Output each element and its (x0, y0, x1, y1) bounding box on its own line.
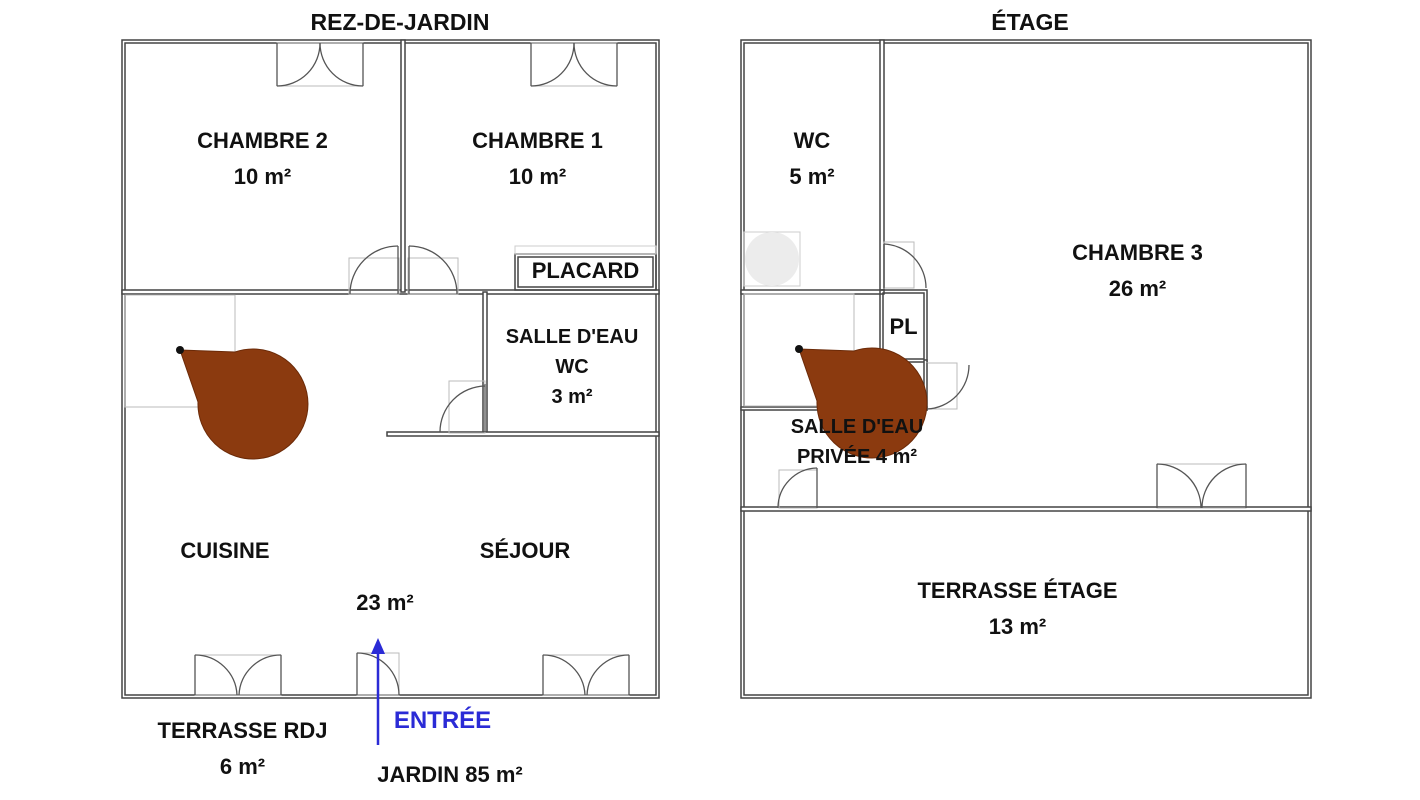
ground-floor-plan (121, 39, 660, 745)
sejour-door-right (542, 654, 630, 696)
upper-floor-title: ÉTAGE (991, 9, 1069, 35)
room-area: 3 m² (551, 386, 593, 408)
stair-icon (179, 348, 309, 460)
room-name: TERRASSE RDJ (157, 718, 328, 743)
chambre1-door (407, 245, 459, 295)
room-area: 13 m² (988, 614, 1047, 640)
room-name: SALLE D'EAU (505, 326, 639, 348)
room-name: CHAMBRE 2 (197, 128, 328, 153)
terrasse-etage-door-right (1156, 463, 1247, 509)
room-name: CHAMBRE 3 (1072, 240, 1203, 265)
room-name: SALLE D'EAU (790, 416, 924, 438)
ground-floor-title: REZ-DE-JARDIN (310, 9, 490, 35)
chambre2-door (348, 245, 400, 295)
room-pl: PL (889, 314, 918, 339)
terrasse-door-left (194, 654, 282, 696)
terrasse-etage: TERRASSE ÉTAGE 13 m² (870, 578, 1165, 641)
room-chambre-2: CHAMBRE 2 10 m² (150, 128, 375, 191)
room-area: 10 m² (233, 164, 292, 190)
placard-shelf (514, 245, 657, 255)
salle-eau-door (439, 380, 486, 434)
salle-eau-wall-bottom (386, 431, 660, 437)
upper-spiral-staircase (743, 293, 928, 459)
upper-floor-plan (740, 39, 1312, 699)
room-cuisine: CUISINE (180, 538, 270, 563)
ground-outer-wall (121, 39, 660, 699)
jardin-label: JARDIN 85 m² (377, 762, 523, 787)
chambre1-window-door (530, 42, 618, 87)
stair-icon (798, 347, 928, 459)
upper-outer-wall (740, 39, 1312, 699)
room-sejour: SÉJOUR (479, 538, 571, 563)
wc-door (883, 241, 927, 289)
entry-label: ENTRÉE (393, 707, 492, 734)
wc-wall-bottom (740, 289, 885, 295)
room-area: 5 m² (789, 164, 835, 190)
room-area: 10 m² (508, 164, 567, 190)
room-chambre-3: CHAMBRE 3 26 m² (1020, 240, 1255, 303)
chambre2-window-door (276, 42, 364, 87)
room-name-2: WC (555, 356, 589, 378)
room-name: CHAMBRE 1 (472, 128, 603, 153)
room-placard: PLACARD (531, 258, 640, 283)
room-area: 6 m² (219, 754, 266, 780)
room-salle-eau: SALLE D'EAU WC 3 m² (487, 324, 657, 410)
ground-spiral-staircase (124, 294, 309, 460)
terrasse-rdj: TERRASSE RDJ 6 m² (125, 718, 360, 781)
upper-wall-terrasse (740, 506, 1312, 512)
room-name: TERRASSE ÉTAGE (917, 578, 1118, 603)
room-wc: WC 5 m² (752, 128, 872, 191)
room-name: WC (793, 128, 831, 153)
room-sejour-area: 23 m² (356, 590, 414, 615)
room-name-2: PRIVÉE 4 m² (796, 446, 918, 468)
ground-wall-chambers (400, 39, 406, 293)
placard-box-inner (517, 256, 654, 288)
entry-arrow-icon (371, 638, 385, 745)
room-chambre-1: CHAMBRE 1 10 m² (425, 128, 650, 191)
room-salle-eau-privee: SALLE D'EAU PRIVÉE 4 m² (757, 414, 957, 470)
sdep-door (926, 362, 970, 410)
toilet-icon (743, 231, 801, 287)
room-area: 26 m² (1108, 276, 1167, 302)
terrasse-etage-door-left (777, 467, 818, 509)
